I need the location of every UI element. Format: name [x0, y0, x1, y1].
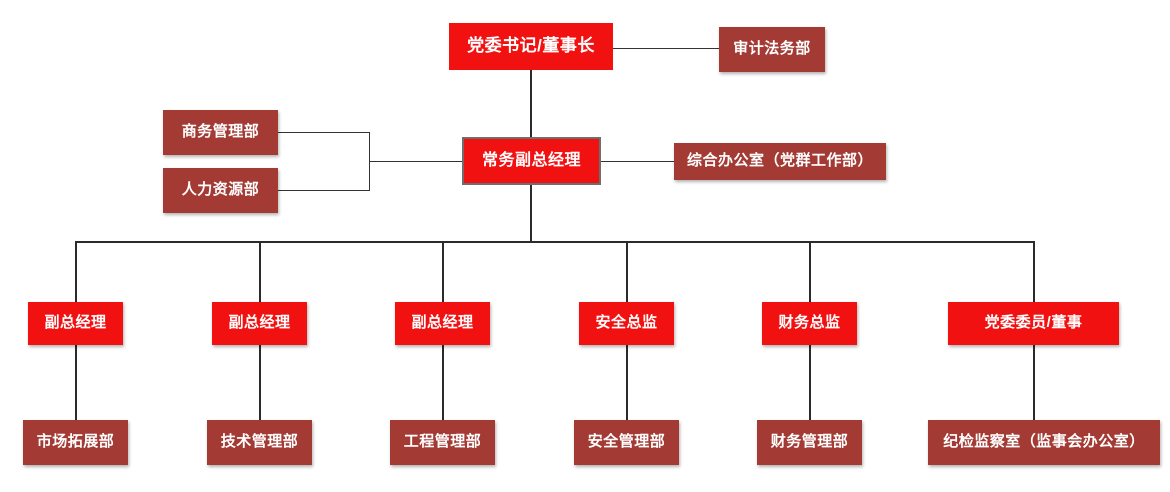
connector-bus-drop-1 — [75, 241, 77, 305]
connector-chairman-to-exec-deputy — [530, 70, 532, 137]
node-engineering-mgmt[interactable]: 工程管理部 — [390, 420, 495, 465]
node-market-dev-label: 市场拓展部 — [36, 433, 115, 451]
connector-l3-l4-5 — [809, 330, 811, 422]
node-audit-legal-label: 审计法务部 — [733, 40, 811, 58]
node-finance-director[interactable]: 财务总监 — [762, 302, 857, 345]
node-market-dev[interactable]: 市场拓展部 — [23, 420, 128, 465]
connector-left-bracket-to-exec — [369, 161, 462, 162]
connector-l3-l4-3 — [442, 330, 444, 422]
connector-bus-drop-6 — [1033, 241, 1035, 305]
connector-exec-to-general-office — [601, 161, 674, 162]
node-tech-mgmt-label: 技术管理部 — [220, 433, 299, 451]
node-discipline-office[interactable]: 纪检监察室（监事会办公室） — [928, 420, 1160, 465]
node-party-member-director[interactable]: 党委委员/董事 — [948, 302, 1119, 345]
node-discipline-office-label: 纪检监察室（监事会办公室） — [943, 433, 1145, 451]
node-engineering-mgmt-label: 工程管理部 — [403, 433, 482, 451]
node-general-office-label: 综合办公室（党群工作部） — [686, 152, 873, 170]
node-finance-director-label: 财务总监 — [778, 314, 841, 332]
connector-l3-l4-1 — [75, 330, 77, 422]
node-general-office[interactable]: 综合办公室（党群工作部） — [674, 143, 886, 180]
node-chairman-label: 党委书记/董事长 — [467, 36, 595, 56]
connector-bus-drop-3 — [442, 241, 444, 305]
connector-business-stub — [278, 132, 370, 133]
connector-level3-bus — [75, 241, 1034, 243]
node-tech-mgmt[interactable]: 技术管理部 — [207, 420, 312, 465]
node-exec-deputy-gm[interactable]: 常务副总经理 — [462, 137, 601, 185]
node-finance-mgmt[interactable]: 财务管理部 — [757, 420, 862, 465]
node-deputy-gm-1-label: 副总经理 — [44, 314, 107, 332]
connector-chairman-to-audit — [613, 48, 719, 49]
node-exec-deputy-gm-label: 常务副总经理 — [481, 152, 581, 170]
node-business-mgmt-label: 商务管理部 — [181, 123, 260, 141]
connector-hr-stub — [278, 190, 370, 191]
node-finance-mgmt-label: 财务管理部 — [770, 433, 849, 451]
node-business-mgmt[interactable]: 商务管理部 — [163, 110, 278, 155]
node-party-member-director-label: 党委委员/董事 — [984, 314, 1083, 332]
node-deputy-gm-3[interactable]: 副总经理 — [395, 302, 490, 345]
connector-exec-to-bus — [530, 185, 532, 243]
node-safety-mgmt-label: 安全管理部 — [587, 433, 666, 451]
node-deputy-gm-3-label: 副总经理 — [411, 314, 474, 332]
node-safety-director-label: 安全总监 — [595, 314, 658, 332]
node-chairman[interactable]: 党委书记/董事长 — [449, 23, 613, 70]
connector-bus-drop-2 — [259, 241, 261, 305]
node-audit-legal[interactable]: 审计法务部 — [719, 27, 825, 72]
connector-l3-l4-6 — [1033, 330, 1035, 422]
connector-bus-drop-5 — [809, 241, 811, 305]
node-deputy-gm-2-label: 副总经理 — [228, 314, 291, 332]
node-human-resources[interactable]: 人力资源部 — [163, 168, 278, 213]
node-deputy-gm-2[interactable]: 副总经理 — [212, 302, 307, 345]
node-human-resources-label: 人力资源部 — [181, 181, 260, 199]
node-deputy-gm-1[interactable]: 副总经理 — [28, 302, 123, 345]
node-safety-director[interactable]: 安全总监 — [579, 302, 674, 345]
connector-l3-l4-4 — [626, 330, 628, 422]
connector-l3-l4-2 — [259, 330, 261, 422]
connector-bus-drop-4 — [626, 241, 628, 305]
node-safety-mgmt[interactable]: 安全管理部 — [574, 420, 679, 465]
